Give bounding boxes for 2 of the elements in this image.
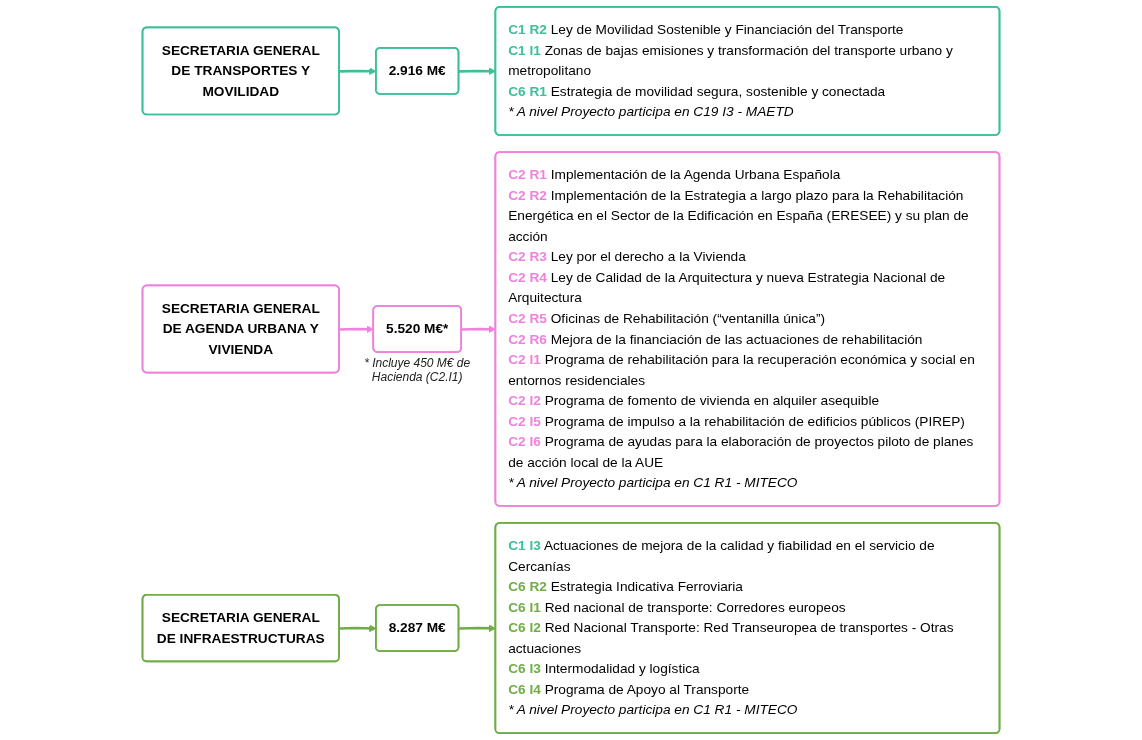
- arrow: [339, 325, 374, 333]
- footnote-text: * Incluye 450 M€ de Hacienda (C2.I1): [363, 356, 472, 385]
